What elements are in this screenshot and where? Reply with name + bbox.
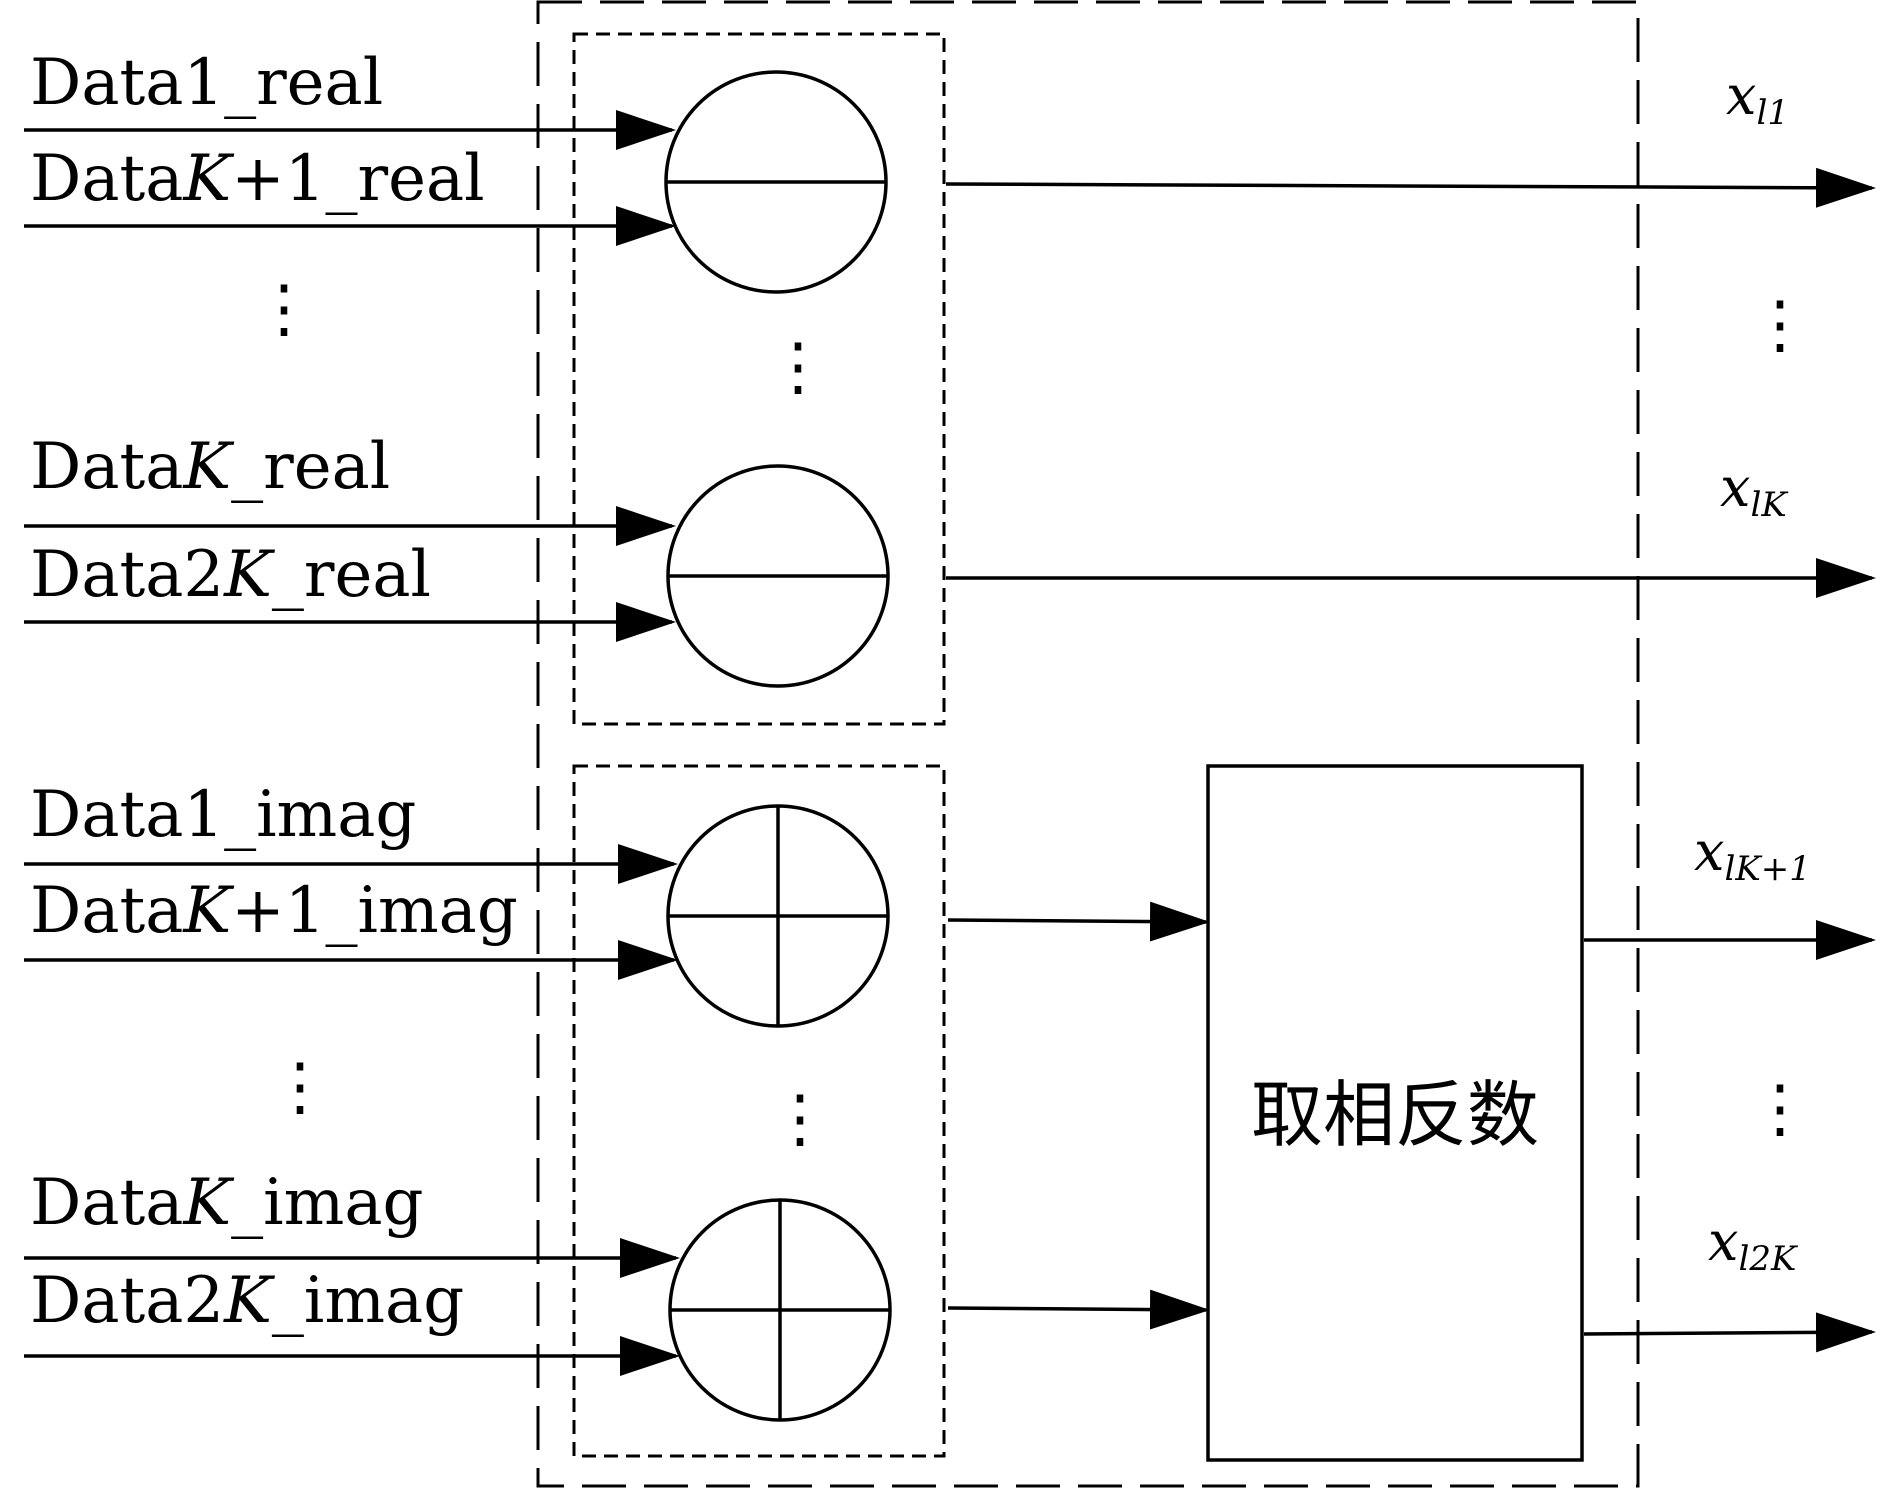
input-label-data2k-real: Data2K_real (30, 538, 431, 612)
output-label-xlk: xlK (1720, 456, 1789, 525)
imag-adder-group (572, 764, 946, 1458)
output-label-xl2k: xl2K (1708, 1210, 1799, 1279)
output-label-xl1: xl1 (1726, 64, 1789, 133)
real-adder-top (664, 70, 888, 294)
ellipsis-outputs-imag: ⋮ (1748, 1072, 1812, 1146)
input-label-datak-real: DataK_real (30, 430, 390, 504)
outer-dashed-frame (536, 0, 1640, 1488)
ellipsis-imag-inputs: ⋮ (268, 1050, 332, 1124)
negate-block-label: 取相反数 (1251, 1073, 1539, 1157)
imag-adder-bottom (668, 1198, 892, 1422)
input-label-data1-imag: Data1_imag (30, 778, 416, 852)
ellipsis-real-adders: ⋮ (766, 330, 830, 404)
input-label-datak1-real: DataK+1_real (30, 142, 485, 216)
ellipsis-real-inputs: ⋮ (252, 272, 316, 346)
wire-out-xl2k (1583, 1312, 1876, 1353)
real-adder-group (572, 32, 946, 726)
input-label-data1-real: Data1_real (30, 46, 383, 120)
output-label-xlk1: xlK+1 (1694, 820, 1811, 889)
input-label-datak-imag: DataK_imag (30, 1166, 423, 1240)
ellipsis-imag-adders: ⋮ (768, 1082, 832, 1156)
real-adder-bottom (666, 464, 890, 688)
negate-block (1206, 764, 1584, 1462)
wire-imag-bottom-to-negate (947, 1289, 1210, 1330)
wire-out-xl1 (945, 167, 1876, 208)
input-label-data2k-imag: Data2K_imag (30, 1264, 464, 1338)
imag-adder-top (666, 804, 890, 1028)
ellipsis-outputs-real: ⋮ (1748, 288, 1812, 362)
wire-imag-top-to-negate (947, 901, 1210, 942)
input-label-datak1-imag: DataK+1_imag (30, 874, 518, 948)
